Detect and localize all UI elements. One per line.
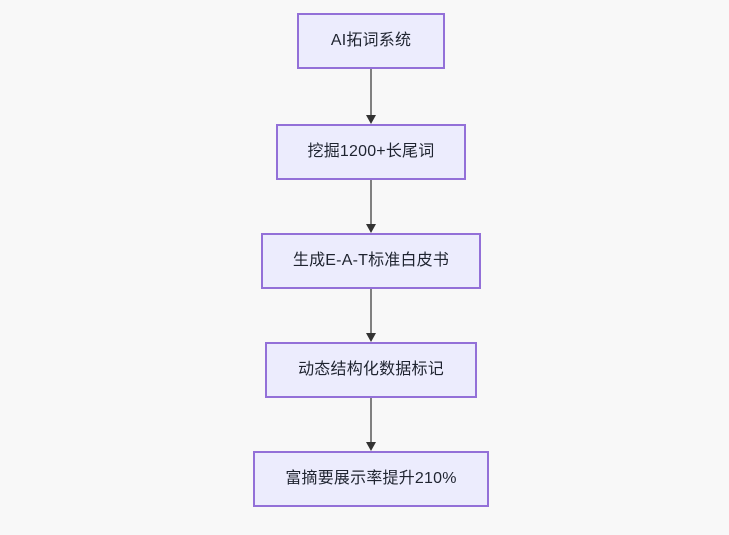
flowchart-node-label: 富摘要展示率提升210%: [285, 470, 457, 487]
flowchart-node-4[interactable]: 动态结构化数据标记: [265, 342, 477, 398]
edge-line: [370, 69, 372, 115]
flowchart-node-2[interactable]: 挖掘1200+长尾词: [276, 124, 466, 180]
edge-n2-n3: [366, 180, 376, 233]
edge-n4-n5: [366, 398, 376, 451]
arrowhead-icon: [366, 442, 376, 451]
flowchart-node-5[interactable]: 富摘要展示率提升210%: [253, 451, 489, 507]
edge-n1-n2: [366, 69, 376, 124]
arrowhead-icon: [366, 115, 376, 124]
flowchart-node-label: AI拓词系统: [330, 32, 412, 49]
edge-line: [370, 398, 372, 442]
flowchart-node-label: 生成E-A-T标准白皮书: [292, 252, 450, 269]
edge-line: [370, 180, 372, 224]
arrowhead-icon: [366, 224, 376, 233]
flowchart-node-label: 动态结构化数据标记: [298, 361, 444, 378]
flowchart-node-1[interactable]: AI拓词系统: [297, 13, 445, 69]
flowchart-node-3[interactable]: 生成E-A-T标准白皮书: [261, 233, 481, 289]
edge-n3-n4: [366, 289, 376, 342]
edge-line: [370, 289, 372, 333]
flowchart-node-label: 挖掘1200+长尾词: [307, 143, 435, 160]
arrowhead-icon: [366, 333, 376, 342]
